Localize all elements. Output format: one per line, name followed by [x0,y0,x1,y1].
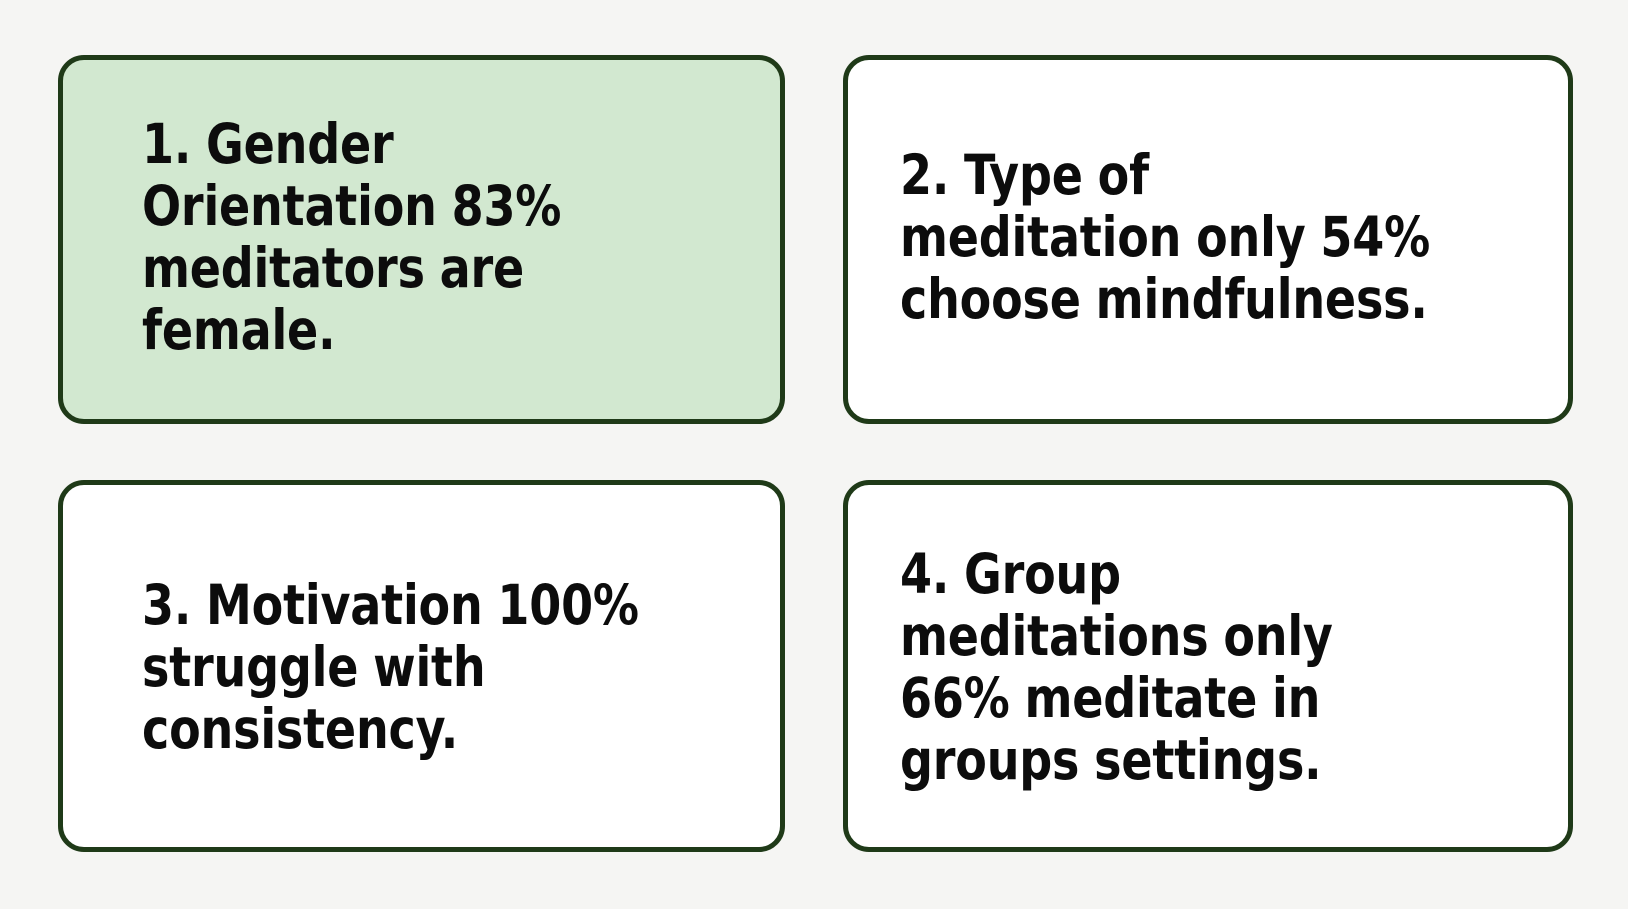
insight-card-3-text: 3. Motivation 100% struggle with consist… [142,573,639,761]
insight-card-2[interactable]: 2. Type of meditation only 54% choose mi… [843,55,1573,424]
insight-card-4[interactable]: 4. Group meditations only 66% meditate i… [843,480,1573,852]
insight-card-grid: 1. Gender Orientation 83% meditators are… [58,55,1573,852]
insight-card-1-text: 1. Gender Orientation 83% meditators are… [142,111,562,362]
insight-card-3[interactable]: 3. Motivation 100% struggle with consist… [58,480,785,852]
insight-card-1[interactable]: 1. Gender Orientation 83% meditators are… [58,55,785,424]
insight-card-2-text: 2. Type of meditation only 54% choose mi… [900,142,1430,331]
insight-card-4-text: 4. Group meditations only 66% meditate i… [900,542,1333,792]
